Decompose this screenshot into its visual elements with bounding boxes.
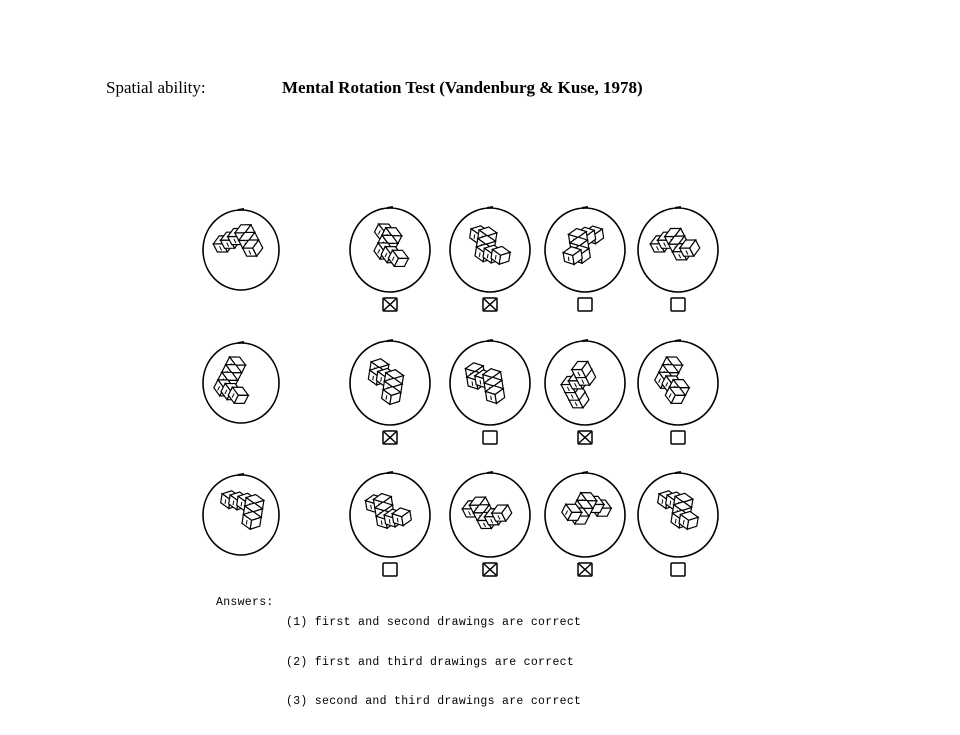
mental-rotation-figure xyxy=(202,206,719,577)
figure-circle xyxy=(202,342,280,424)
option-figure xyxy=(349,471,431,558)
check-mark xyxy=(383,298,397,311)
answers-label: Answers: xyxy=(216,596,274,609)
answer-checkbox[interactable] xyxy=(482,562,498,577)
option-figure xyxy=(637,471,719,558)
answers-list: (1) first and second drawings are correc… xyxy=(286,590,581,735)
answer-checkbox[interactable] xyxy=(482,297,498,312)
answer-checkbox[interactable] xyxy=(382,562,398,577)
option-figure xyxy=(544,339,626,426)
target-figure xyxy=(202,208,280,291)
option-figure xyxy=(544,206,626,293)
answer-line-3: (3) second and third drawings are correc… xyxy=(286,695,582,708)
answer-checkbox[interactable] xyxy=(382,430,398,445)
option-figure xyxy=(449,206,531,293)
figure-circle xyxy=(202,209,280,291)
answer-checkbox[interactable] xyxy=(482,430,498,445)
answer-checkbox[interactable] xyxy=(577,562,593,577)
answer-checkbox[interactable] xyxy=(670,562,686,577)
answer-checkbox[interactable] xyxy=(670,430,686,445)
option-figure xyxy=(449,339,531,426)
check-mark xyxy=(578,431,592,444)
option-figure xyxy=(637,339,719,426)
check-mark xyxy=(578,563,592,576)
answer-line-2: (2) first and third drawings are correct xyxy=(286,655,575,669)
target-figure xyxy=(202,341,280,424)
check-mark xyxy=(383,431,397,444)
option-figure xyxy=(544,471,626,558)
option-figure xyxy=(637,206,719,293)
option-figure xyxy=(349,206,431,293)
target-figure xyxy=(202,473,280,556)
heading-label: Spatial ability: xyxy=(106,78,206,97)
heading-title: Mental Rotation Test (Vandenburg & Kuse,… xyxy=(282,78,643,97)
answer-checkbox[interactable] xyxy=(577,297,593,312)
check-mark xyxy=(483,298,497,311)
option-figure xyxy=(449,471,531,558)
answer-line-1: (1) first and second drawings are correc… xyxy=(286,616,582,629)
answer-checkbox[interactable] xyxy=(670,297,686,312)
answer-checkbox[interactable] xyxy=(577,430,593,445)
answer-checkbox[interactable] xyxy=(382,297,398,312)
figure-circle xyxy=(202,474,280,556)
check-mark xyxy=(483,563,497,576)
option-figure xyxy=(349,339,431,426)
